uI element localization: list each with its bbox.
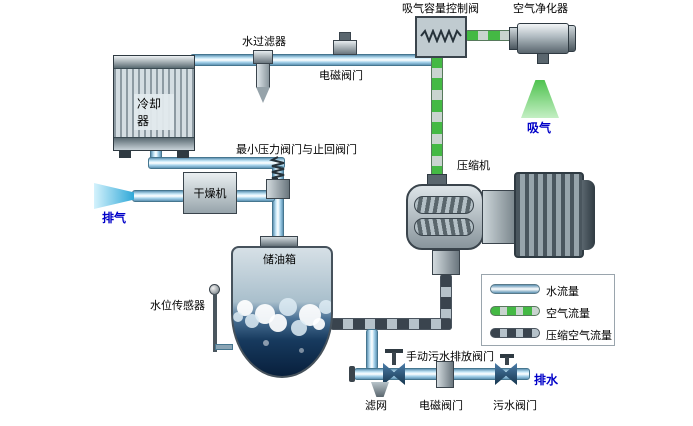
cooler-bottom-plate — [114, 137, 194, 150]
intake-control-valve-spring-icon — [420, 29, 462, 43]
manual-drain-valve-handle — [385, 349, 403, 353]
compressed-air-flow-swatch — [490, 328, 540, 338]
cooler-top-plate — [114, 56, 194, 69]
sewage-valve-cap — [500, 354, 514, 358]
water-level-sensor-rod — [213, 294, 217, 352]
water-level-sensor-label: 水位传感器 — [150, 300, 205, 312]
foam-bubble — [279, 298, 297, 316]
water-filter-label: 水过滤器 — [242, 36, 286, 48]
oil-tank — [231, 246, 333, 378]
pipe-dryer-to-exhaust — [132, 190, 185, 202]
cooler-label: 冷却器 — [134, 94, 174, 130]
foam-bubble — [319, 300, 331, 314]
legend-row-air: 空气流量 — [482, 304, 614, 320]
intake-control-valve-body — [415, 16, 467, 58]
legend-row-compressed-air: 压缩空气流量 — [482, 326, 614, 342]
manual-drain-valve-label: 手动污水排放阀门 — [406, 351, 494, 363]
cooler-unit: 冷却器 — [113, 55, 195, 151]
compressor-rotor-top — [414, 196, 474, 214]
water-flow-swatch — [490, 284, 540, 294]
pipe-control-valve-to-compressor — [431, 55, 443, 179]
intake-label: 吸气 — [527, 121, 552, 135]
bottom-solenoid-valve — [436, 361, 454, 388]
dryer-label: 干燥机 — [193, 188, 227, 200]
manual-drain-valve — [383, 363, 405, 385]
compressor-rotor-bottom — [414, 218, 474, 236]
bottom-solenoid-label: 电磁阀门 — [419, 400, 463, 412]
legend-compressed-air-label: 压缩空气流量 — [546, 330, 612, 342]
top-solenoid-label: 电磁阀门 — [319, 70, 363, 82]
water-filter-bowl — [256, 63, 270, 88]
compressor-motor-end-cap — [582, 180, 595, 250]
cooler-foot-left — [119, 150, 131, 158]
strainer-icon — [371, 382, 389, 397]
compressor-motor — [514, 172, 584, 258]
foam-bubble — [245, 314, 259, 328]
cooler-foot-right — [177, 150, 189, 158]
pipe-drain-riser — [366, 329, 378, 370]
legend-water-label: 水流量 — [546, 286, 579, 298]
foam-bubble — [269, 314, 287, 332]
air-flow-swatch — [490, 306, 540, 316]
foam-bubble — [291, 320, 307, 336]
legend-row-water: 水流量 — [482, 282, 614, 298]
exhaust-air-cone — [94, 183, 134, 209]
exhaust-label: 排气 — [102, 211, 127, 225]
intake-control-valve-label: 吸气容量控制阀 — [402, 3, 479, 15]
water-level-sensor-stub — [215, 344, 233, 350]
air-purifier-label: 空气净化器 — [513, 3, 568, 15]
flow-legend: 水流量 空气流量 压缩空气流量 — [481, 274, 615, 346]
drain-line-end-cap — [349, 366, 355, 382]
min-pressure-valve-body — [266, 179, 290, 199]
pipe-cooler-to-compressor — [190, 54, 443, 66]
sewage-valve — [495, 363, 517, 385]
manual-drain-valve-stem — [392, 352, 396, 365]
sewage-valve-stem — [505, 357, 509, 365]
sewage-valve-label: 污水阀门 — [493, 400, 537, 412]
air-purifier-body — [517, 23, 569, 54]
intake-air-cone — [521, 80, 559, 118]
foam-bubble — [263, 340, 269, 346]
pipe-cooler-to-min-valve — [148, 157, 285, 169]
dryer-unit: 干燥机 — [183, 172, 237, 214]
min-pressure-valve-label: 最小压力阀门与止回阀门 — [236, 144, 357, 156]
pipe-compressor-to-tank — [330, 318, 452, 330]
water-filter-tip — [256, 87, 270, 103]
foam-bubble — [233, 312, 243, 322]
top-solenoid-body — [333, 40, 357, 55]
drain-outlet-label: 排水 — [534, 373, 559, 387]
strainer-label: 滤网 — [365, 400, 387, 412]
air-purifier-nozzle — [537, 53, 549, 64]
oil-tank-label: 储油箱 — [263, 254, 296, 266]
foam-bubble — [299, 348, 304, 353]
min-pressure-valve-spring-icon — [269, 156, 285, 180]
compressor-label: 压缩机 — [457, 160, 490, 172]
compressor-gearbox — [482, 190, 516, 244]
pipe-purifier-to-control-valve — [465, 30, 512, 41]
water-filter-head — [253, 50, 273, 64]
compressor-airend — [406, 184, 484, 250]
foam-bubble — [313, 318, 325, 330]
compressor-oil-outlet-unit — [432, 250, 460, 275]
legend-air-label: 空气流量 — [546, 308, 590, 320]
